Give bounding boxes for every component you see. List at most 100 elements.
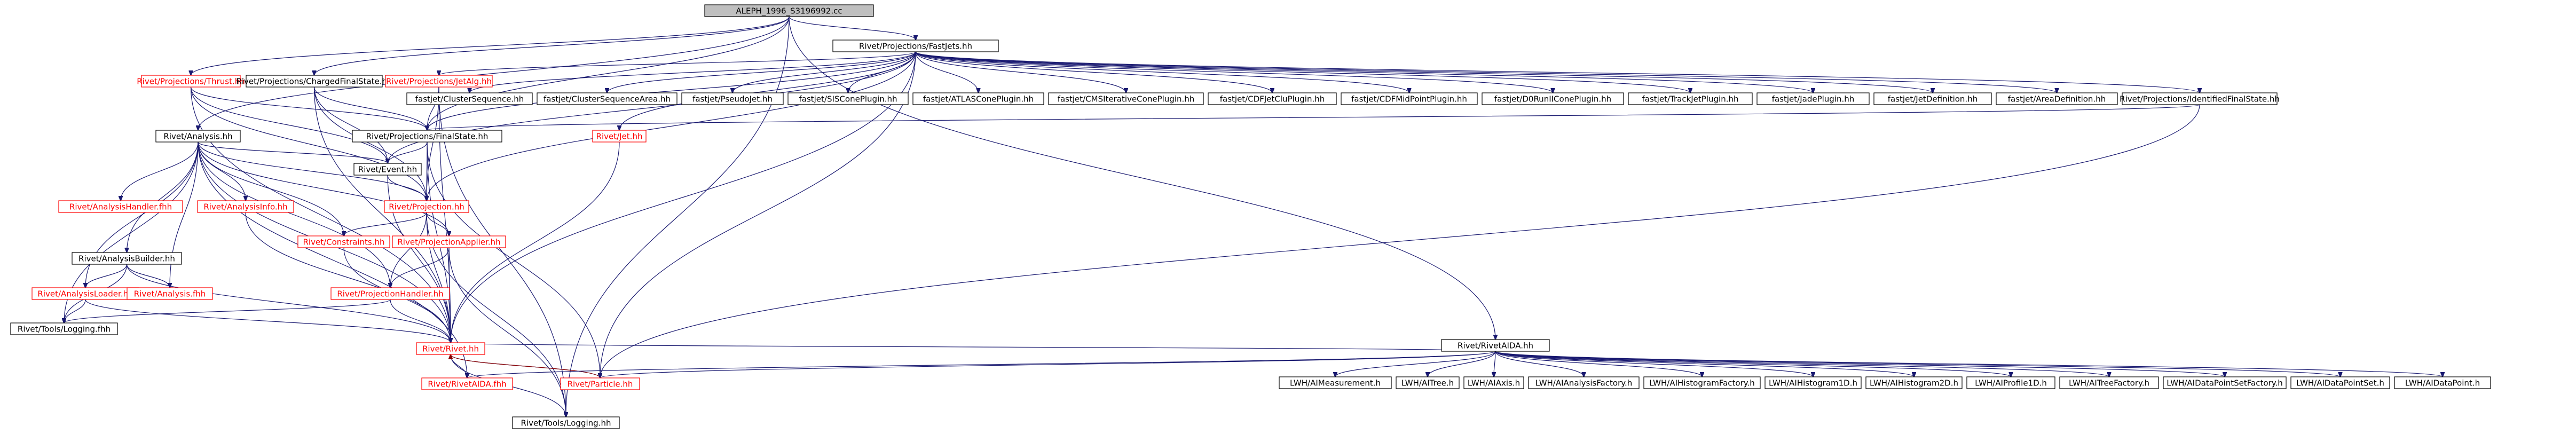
node-label: Rivet/Tools/Logging.fhh [18,325,111,334]
node-idps[interactable]: LWH/AIDataPointSet.h [2290,376,2390,389]
node-analysisbuilder[interactable]: Rivet/AnalysisBuilder.hh [72,252,182,265]
node-label: Rivet/RivetAIDA.hh [1458,341,1533,351]
node-clusterseqarea[interactable]: fastjet/ClusterSequenceArea.hh [537,92,678,105]
node-identifiedfs[interactable]: Rivet/Projections/IdentifiedFinalState.h… [2120,92,2280,105]
node-iprofile1d[interactable]: LWH/AIProfile1D.h [1966,376,2055,389]
node-analysishandler[interactable]: Rivet/AnalysisHandler.fhh [58,200,183,213]
node-analysisfhh[interactable]: Rivet/Analysis.fhh [127,287,213,300]
node-jet[interactable]: Rivet/Jet.hh [592,130,647,143]
edge-chargedfs-to-event [313,86,388,163]
node-particle[interactable]: Rivet/Particle.hh [560,377,640,390]
edge-projapplier-to-projhandler [390,247,450,288]
node-atlascone[interactable]: fastjet/ATLASConePlugin.hh [912,92,1044,105]
node-box [537,92,678,105]
node-projapplier[interactable]: Rivet/ProjectionApplier.hh [392,235,506,248]
node-label: fastjet/CMSIterativeConePlugin.hh [1058,94,1195,104]
node-box [406,92,533,105]
edge-rivetaida_hh-to-ihist1d [1495,351,1813,377]
node-projection[interactable]: Rivet/Projection.hh [384,200,469,213]
node-thrust[interactable]: Rivet/Projections/Thrust.hh [137,75,245,88]
edge-fastjets-to-areadef [915,51,2057,93]
edge-fastjets-to-identifiedfs [915,51,2200,93]
node-toolslog1[interactable]: Rivet/Tools/Logging.fhh [10,322,118,335]
nodes-layer: ALEPH_1996_S3196992.ccRivet/Projections/… [10,4,2491,429]
edge-analysis-to-projection [198,141,427,201]
node-rivethh[interactable]: Rivet/Rivet.hh [416,342,485,355]
node-box [392,235,506,248]
edge-fastjets-to-clusterseqarea [607,51,916,93]
node-finalstate[interactable]: Rivet/Projections/FinalState.hh [352,130,502,143]
node-label: Rivet/Particle.hh [568,380,633,389]
node-event[interactable]: Rivet/Event.hh [353,163,422,176]
node-ianalysisfactory[interactable]: LWH/AIAnalysisFactory.h [1528,376,1640,389]
node-cdfjetclu[interactable]: fastjet/CDFJetCluPlugin.hh [1208,92,1337,105]
edge-fastjets-to-finalstate [427,51,916,130]
node-trackjet[interactable]: fastjet/TrackJetPlugin.hh [1628,92,1753,105]
node-ihistfactory[interactable]: LWH/AIHistogramFactory.h [1643,376,1761,389]
node-itree[interactable]: LWH/AITree.h [1396,376,1460,389]
node-label: LWH/AIDataPointSetFactory.h [2167,378,2282,388]
node-fastjets[interactable]: Rivet/Projections/FastJets.hh [832,40,999,52]
node-cmscone[interactable]: fastjet/CMSIterativeConePlugin.hh [1048,92,1204,105]
node-pseudojet[interactable]: fastjet/PseudoJet.hh [681,92,784,105]
node-label: Rivet/AnalysisInfo.hh [203,202,287,212]
node-label: LWH/AIMeasurement.h [1290,378,1381,388]
node-itreefactory[interactable]: LWH/AITreeFactory.h [2059,376,2159,389]
node-label: fastjet/CDFJetCluPlugin.hh [1220,94,1325,104]
edge-fastjets-to-d0runii [915,51,1553,93]
node-box [832,40,999,52]
node-rivetaida_fhh[interactable]: Rivet/RivetAIDA.fhh [421,377,513,390]
node-jadeplugin[interactable]: fastjet/JadePlugin.hh [1756,92,1870,105]
edge-identifiedfs-to-particle [600,104,2200,378]
node-box [787,92,909,105]
node-jetdef[interactable]: fastjet/JetDefinition.hh [1873,92,1992,105]
node-label: Rivet/ProjectionApplier.hh [397,238,500,247]
node-ihist1d[interactable]: LWH/AIHistogram1D.h [1764,376,1862,389]
edge-root-to-analysis [198,16,790,130]
node-box [2290,376,2390,389]
edge-analysis-to-event [198,141,388,163]
node-box [1208,92,1337,105]
node-imeasurement[interactable]: LWH/AIMeasurement.h [1279,376,1392,389]
node-toolslog2[interactable]: Rivet/Tools/Logging.hh [512,416,620,429]
node-label: Rivet/Projections/Thrust.hh [137,77,245,86]
node-siscone[interactable]: fastjet/SISConePlugin.hh [787,92,909,105]
node-box [1628,92,1753,105]
node-chargedfs[interactable]: Rivet/Projections/ChargedFinalState.hh [236,75,392,88]
edge-projection-to-projapplier [426,212,449,236]
node-projhandler[interactable]: Rivet/ProjectionHandler.hh [330,287,450,300]
edge-analysisbuilder-to-rivethh [126,264,451,343]
edge-jetalg-to-rivethh [438,86,451,343]
node-idpsfactory[interactable]: LWH/AIDataPointSetFactory.h [2163,376,2287,389]
node-constraints[interactable]: Rivet/Constraints.hh [297,235,390,248]
node-label: fastjet/SISConePlugin.hh [799,94,897,104]
node-analysisinfo[interactable]: Rivet/AnalysisInfo.hh [197,200,294,213]
node-label: LWH/AITree.h [1401,378,1454,388]
node-label: LWH/AIHistogram2D.h [1870,378,1958,388]
node-box [1279,376,1392,389]
node-rivetaida_hh[interactable]: Rivet/RivetAIDA.hh [1441,339,1550,352]
node-d0runii[interactable]: fastjet/D0RunIIConePlugin.hh [1482,92,1624,105]
node-box [2059,376,2159,389]
node-box [384,200,469,213]
node-label: fastjet/D0RunIIConePlugin.hh [1494,94,1611,104]
node-label: LWH/AIHistogramFactory.h [1649,378,1755,388]
node-box [1341,92,1478,105]
node-ihist2d[interactable]: LWH/AIHistogram2D.h [1865,376,1963,389]
node-iaxis[interactable]: LWH/AIAxis.h [1463,376,1524,389]
node-box [1482,92,1624,105]
node-root[interactable]: ALEPH_1996_S3196992.cc [704,4,874,17]
node-cdfmidpoint[interactable]: fastjet/CDFMidPointPlugin.hh [1341,92,1478,105]
node-analysis[interactable]: Rivet/Analysis.hh [155,130,241,143]
node-jetalg[interactable]: Rivet/Projections/JetAlg.hh [385,75,493,88]
node-areadef[interactable]: fastjet/AreaDefinition.hh [1996,92,2118,105]
node-label: LWH/AITreeFactory.h [2069,378,2149,388]
edge-fastjets-to-jet [619,51,916,130]
node-idatapoint[interactable]: LWH/AIDataPoint.h [2394,376,2491,389]
node-clusterseq[interactable]: fastjet/ClusterSequence.hh [406,92,533,105]
edge-chargedfs-to-projection [313,86,427,201]
node-analysisloader[interactable]: Rivet/AnalysisLoader.hh [31,287,139,300]
edge-root-to-thrust [191,16,790,75]
edge-identifiedfs-to-finalstate [427,104,2200,130]
